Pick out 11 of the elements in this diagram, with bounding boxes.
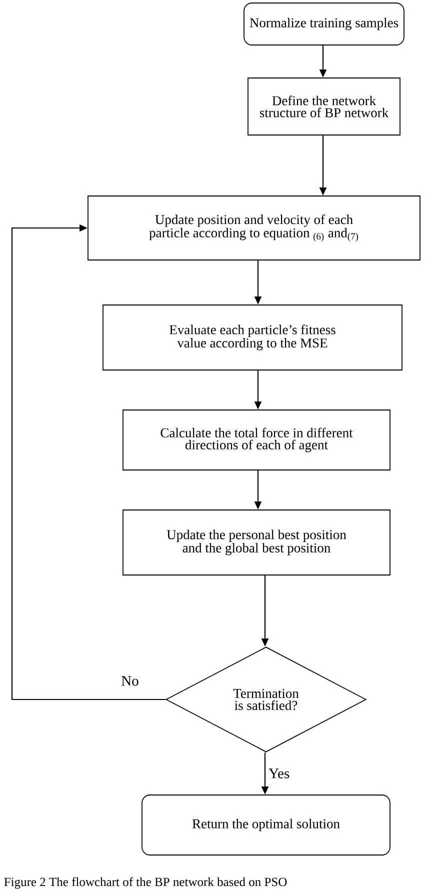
- loop-arrow: [11, 224, 166, 700]
- process-box: Update position and velocity of each particle according to equation $_{(6)}$ and$_{(7)}$: [88, 196, 420, 260]
- terminal-box: Return the optimal solution: [142, 794, 390, 856]
- edge-label: No: [122, 676, 138, 686]
- process-box: Evaluate each particle’s fitness value according to the MSE: [102, 304, 402, 370]
- terminal-box: Normalize training samples: [244, 2, 404, 46]
- caption: Figure 2 The flowchart of the BP network based on PSO: [4, 877, 287, 889]
- process-box: Update the personal best position and the global best position: [122, 510, 390, 576]
- edge-label: Yes: [268, 768, 290, 778]
- process-box: Calculate the total force in different directions of each of agent: [122, 410, 390, 470]
- process-box: Define the network structure of BP network: [248, 78, 400, 136]
